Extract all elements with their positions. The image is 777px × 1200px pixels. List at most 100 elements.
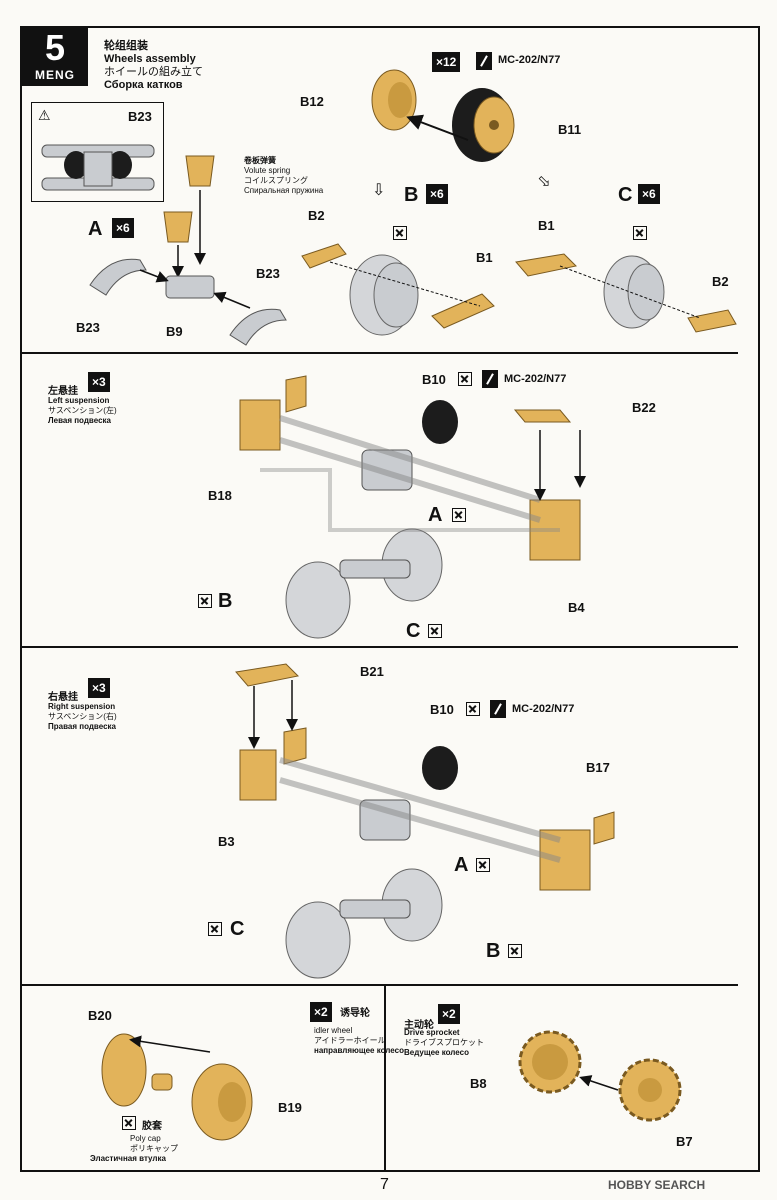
no-glue-icon: [508, 944, 522, 958]
title-jp: ホイールの組み立て: [104, 66, 203, 78]
paint-code: MC-202/N77: [504, 373, 567, 385]
label-b2: B2: [712, 274, 729, 289]
part-b9: [89, 258, 287, 346]
brand-logo: MENG: [35, 68, 75, 82]
no-glue-icon: [208, 922, 222, 936]
qty-badge: ×6: [426, 184, 448, 204]
title-en: Wheels assembly: [104, 53, 196, 65]
left-susp-jp: サスペンション(左): [48, 406, 117, 415]
subassembly-b: [301, 243, 495, 336]
no-glue-icon: [466, 702, 480, 716]
warning-icon: ⚠: [38, 107, 51, 123]
qty-badge: ×2: [310, 1002, 332, 1022]
watermark: HOBBY SEARCH: [608, 1178, 706, 1192]
title-cn: 轮组组装: [104, 40, 148, 52]
idler-cn: 诱导轮: [340, 1008, 370, 1019]
label-b9: B9: [166, 324, 183, 339]
divider: [22, 984, 738, 986]
no-glue-icon: [633, 226, 647, 240]
sprocket-jp: ドライブスプロケット: [404, 1038, 484, 1047]
label-b18: B18: [208, 488, 232, 503]
spring-ru: Спиральная пружина: [244, 186, 324, 195]
sprocket-en: Drive sprocket: [404, 1028, 460, 1037]
left-suspension-drawing: [239, 375, 581, 639]
wheel-b11: [452, 88, 515, 162]
paintbrush-icon: [490, 700, 506, 718]
label-c: C: [406, 620, 421, 642]
idler-en: idler wheel: [314, 1026, 353, 1035]
divider: [22, 646, 738, 648]
no-glue-icon: [198, 594, 212, 608]
right-susp-cn: 右悬挂: [48, 692, 78, 703]
polycap-en: Poly cap: [130, 1134, 161, 1143]
spring-en: Volute spring: [244, 166, 291, 175]
label-b12: B12: [300, 94, 324, 109]
idler-jp: アイドラーホイール: [314, 1036, 386, 1045]
drive-sprocket-drawing: [518, 1030, 682, 1122]
page-number: 7: [380, 1176, 389, 1193]
label-a: A: [88, 218, 103, 240]
label-b23-inset: B23: [128, 109, 152, 124]
qty-badge: ×2: [438, 1004, 460, 1024]
divider: [22, 352, 738, 354]
left-susp-en: Left suspension: [48, 396, 110, 405]
label-b1: B1: [538, 218, 555, 233]
subassembly-c: [515, 253, 737, 333]
idler-wheel-drawing: [101, 1033, 253, 1141]
spring-jp: コイルスプリング: [244, 176, 308, 185]
label-b23: B23: [76, 320, 100, 335]
label-b: B: [218, 590, 233, 612]
label-b2: B2: [308, 208, 325, 223]
step-number: 5: [44, 27, 66, 68]
label-b4: B4: [568, 600, 585, 615]
label-c: C: [618, 184, 633, 206]
qty-badge: ×3: [88, 372, 110, 392]
paintbrush-icon: [482, 370, 498, 388]
label-c: C: [230, 918, 245, 940]
label-b: B: [486, 940, 501, 962]
no-glue-icon: [476, 858, 490, 872]
no-glue-icon: [452, 508, 466, 522]
qty-badge: ×12: [432, 52, 461, 72]
sprocket-cn: 主动轮: [404, 1020, 434, 1031]
label-b20: B20: [88, 1008, 112, 1023]
label-b3: B3: [218, 834, 235, 849]
label-b: B: [404, 184, 419, 206]
polycap-cn: 胶套: [142, 1121, 162, 1132]
label-b22: B22: [632, 400, 656, 415]
label-b11: B11: [558, 122, 582, 137]
paint-code: MC-202/N77: [498, 54, 561, 66]
view-arrow-icon: ⇩: [372, 182, 386, 199]
right-suspension-drawing: [235, 663, 615, 979]
wheel-b12: [371, 69, 417, 131]
label-b21: B21: [360, 664, 384, 679]
no-glue-icon: [393, 226, 407, 240]
right-susp-en: Right suspension: [48, 702, 116, 711]
idler-ru: направляющее колесо: [314, 1046, 404, 1055]
polycap-ru: Эластичная втулка: [90, 1154, 166, 1163]
label-b8: B8: [470, 1076, 487, 1091]
part-b23-inset: [41, 144, 155, 191]
no-glue-icon: [122, 1116, 136, 1130]
no-glue-icon: [458, 372, 472, 386]
step-title: 轮组组装 Wheels assembly ホイールの組み立て Сборка ка…: [104, 40, 203, 92]
title-ru: Сборка катков: [104, 79, 183, 91]
right-susp-ru: Правая подвеска: [48, 722, 116, 731]
label-b19: B19: [278, 1100, 302, 1115]
volute-springs: [163, 155, 215, 243]
left-susp-ru: Левая подвеска: [48, 416, 111, 425]
paintbrush-icon: [476, 52, 492, 70]
step-number-badge: 5 MENG: [22, 28, 88, 86]
left-susp-cn: 左悬挂: [48, 386, 78, 397]
label-b23: B23: [256, 266, 280, 281]
divider: [384, 984, 386, 1170]
label-a: A: [428, 504, 443, 526]
label-a: A: [454, 854, 469, 876]
right-susp-jp: サスペンション(右): [48, 712, 117, 721]
qty-badge: ×3: [88, 678, 110, 698]
inset-b23: ⚠ B23: [31, 102, 164, 202]
label-b7: B7: [676, 1134, 693, 1149]
qty-badge: ×6: [112, 218, 134, 238]
label-b10: B10: [430, 702, 454, 717]
